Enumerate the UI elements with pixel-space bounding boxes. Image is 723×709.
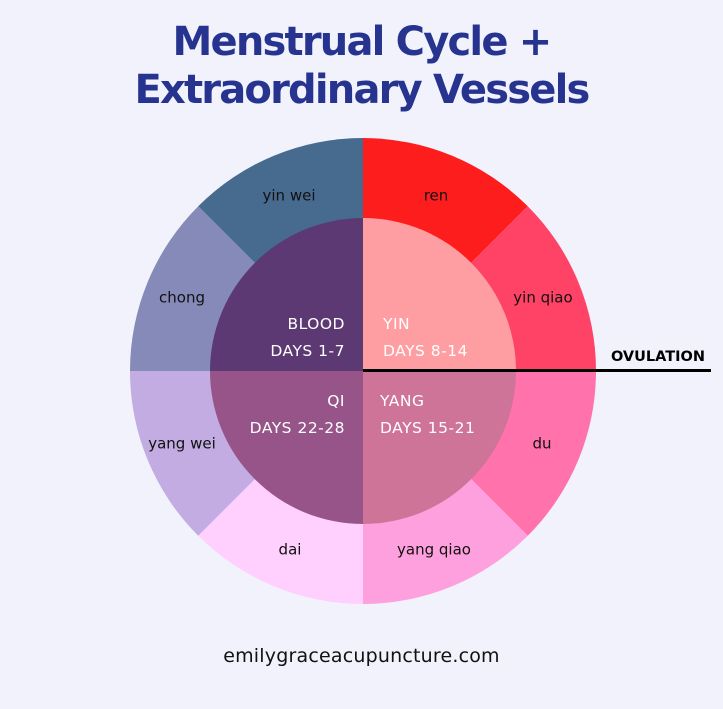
inner-labels: YIN DAYS 8-14 YANG DAYS 15-21 QI DAYS 22…	[250, 315, 475, 437]
label-chong: chong	[159, 289, 205, 307]
blood-name: BLOOD	[287, 315, 345, 333]
yin-days: DAYS 8-14	[383, 342, 468, 360]
yin-name: YIN	[382, 315, 410, 333]
yang-days: DAYS 15-21	[380, 419, 475, 437]
yang-name: YANG	[379, 392, 424, 410]
inner-quadrant-yin	[363, 218, 516, 371]
inner-quadrant-blood	[210, 218, 363, 371]
ovulation-label: OVULATION	[611, 349, 705, 365]
title-line-1: Menstrual Cycle +	[172, 19, 553, 65]
inner-quadrant-yang	[363, 371, 516, 524]
blood-days: DAYS 1-7	[270, 342, 345, 360]
label-yin-wei: yin wei	[263, 187, 316, 205]
inner-quadrant-qi	[210, 371, 363, 524]
title-line-2: Extraordinary Vessels	[134, 67, 590, 113]
page-title: Menstrual Cycle + Extraordinary Vessels	[0, 18, 723, 114]
qi-name: QI	[327, 392, 345, 410]
outer-labels: ren yin qiao du yang qiao dai yang wei c…	[148, 187, 572, 559]
qi-days: DAYS 22-28	[250, 419, 345, 437]
label-dai: dai	[279, 541, 302, 559]
label-du: du	[532, 435, 551, 453]
website-url: emilygraceacupuncture.com	[223, 645, 500, 667]
label-yin-qiao: yin qiao	[513, 289, 572, 307]
inner-circle	[210, 218, 516, 524]
label-yang-wei: yang wei	[148, 435, 216, 453]
label-ren: ren	[424, 187, 449, 205]
label-yang-qiao: yang qiao	[397, 541, 471, 559]
